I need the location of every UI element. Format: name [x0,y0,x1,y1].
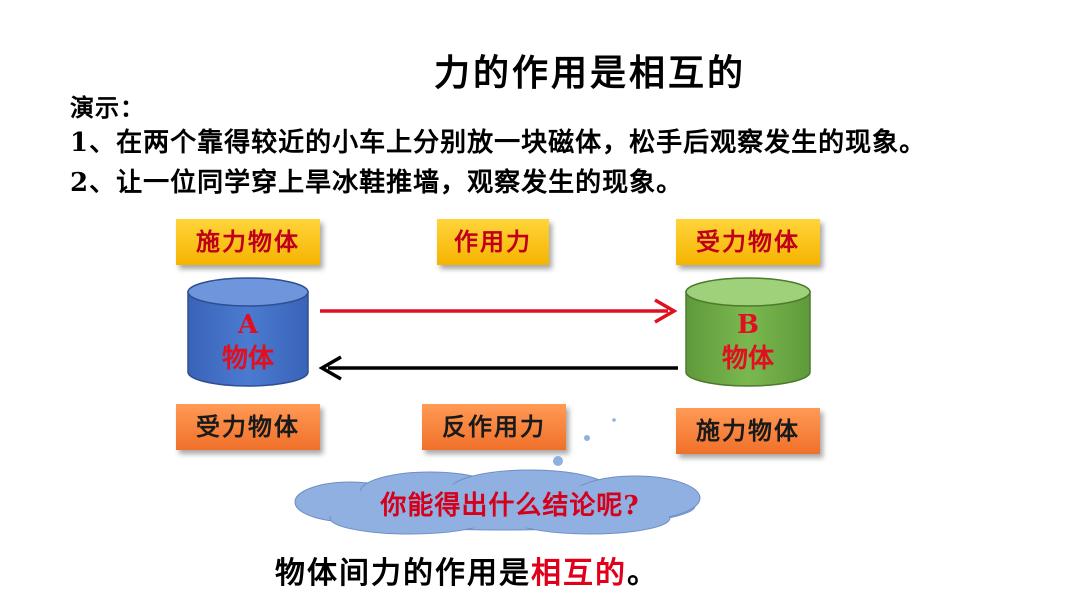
label-action-force: 作用力 [437,219,549,265]
reaction-arrow [318,355,678,381]
action-arrow [320,298,678,324]
cylinder-a-name: 物体 [221,344,274,374]
cylinder-b-label: B 物体 [686,308,810,376]
cylinder-a-letter: A [237,310,259,340]
demo-item-1: 1、在两个靠得较近的小车上分别放一块磁体，松手后观察发生的现象。 [70,128,927,158]
conclusion: 物体间力的作用是相互的。 [275,548,659,592]
page-title: 力的作用是相互的 [433,52,746,94]
label-applying-object-top: 施力物体 [176,219,320,265]
conclusion-prefix: 物体间力的作用是 [275,556,531,591]
demo-label: 演示： [70,93,145,122]
cylinder-b [685,277,811,387]
thought-cloud [294,418,701,535]
question-text: 你能得出什么结论呢? [380,491,640,521]
label-receiving-object-bottom: 受力物体 [176,404,320,450]
label-applying-object-bottom: 施力物体 [676,408,820,454]
conclusion-highlight: 相互的 [531,556,627,591]
label-reaction-force: 反作用力 [422,404,566,450]
cylinder-b-letter: B [737,310,759,340]
label-receiving-object-top: 受力物体 [676,219,820,265]
cylinder-b-name: 物体 [721,344,774,374]
cylinder-a [187,277,309,387]
demo-item-2: 2、让一位同学穿上旱冰鞋推墙，观察发生的现象。 [70,168,684,198]
force-diagram [187,277,811,387]
cylinder-a-label: A 物体 [188,308,308,376]
conclusion-suffix: 。 [627,556,659,591]
